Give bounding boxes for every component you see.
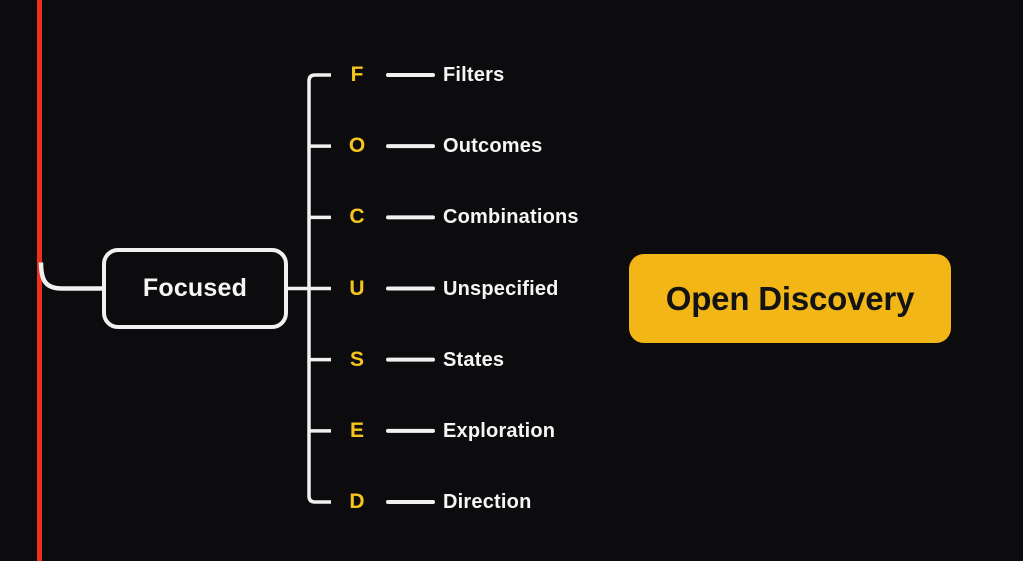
branch-letter: D bbox=[349, 490, 365, 513]
branch-row-c[interactable]: C Combinations bbox=[0, 202, 1023, 232]
branch-label: Combinations bbox=[443, 206, 579, 229]
root-node-label: Focused bbox=[142, 274, 248, 302]
branch-label: Unspecified bbox=[443, 277, 559, 300]
branch-letter: C bbox=[349, 205, 365, 229]
branch-label: Exploration bbox=[443, 419, 556, 442]
branch-label: Outcomes bbox=[443, 135, 543, 158]
branch-letter: S bbox=[349, 347, 364, 371]
branch-row-s[interactable]: S States bbox=[0, 345, 1023, 375]
branch-label: Direction bbox=[443, 491, 532, 513]
branch-letter: O bbox=[348, 134, 366, 158]
branch-row-e[interactable]: E Exploration bbox=[0, 416, 1023, 446]
open-discovery-label: Open Discovery bbox=[665, 279, 915, 317]
branch-row-d[interactable]: D Direction bbox=[0, 487, 1023, 517]
branch-label: States bbox=[443, 348, 505, 371]
branch-letter: F bbox=[350, 63, 364, 86]
branch-row-u[interactable]: U Unspecified bbox=[0, 274, 1023, 304]
open-discovery-node[interactable]: Open Discovery bbox=[629, 254, 951, 343]
timeline-spine bbox=[37, 0, 42, 561]
branch-label: Filters bbox=[443, 64, 505, 86]
branch-row-f[interactable]: F Filters bbox=[0, 60, 1023, 90]
branch-letter: E bbox=[349, 418, 364, 442]
root-node-focused[interactable]: Focused bbox=[102, 248, 288, 329]
branch-letter: U bbox=[349, 276, 365, 300]
branch-row-o[interactable]: O Outcomes bbox=[0, 131, 1023, 161]
